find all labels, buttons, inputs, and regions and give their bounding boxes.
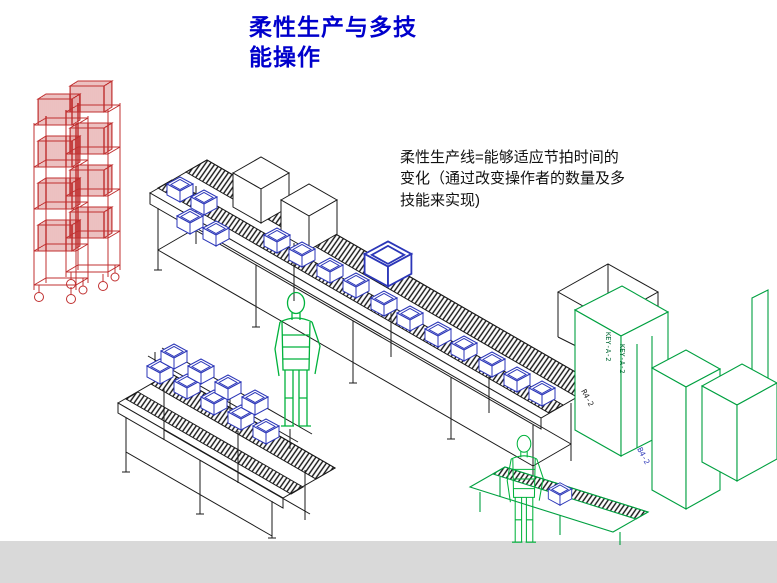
title-line-2: 能操作 [249,43,321,70]
roller-conveyor-band [125,391,304,495]
description-line-2: 变化（通过改变操作者的数量及多 [400,170,626,188]
red-carts [34,81,120,304]
operator-figure [274,291,321,427]
machine-label: KEY-A-2 [604,332,612,362]
bench-feet [154,269,537,488]
white-carton [231,156,291,224]
machines: KEY-A-2 KEY-A-2 [468,285,777,545]
machine-cabinet-c [700,363,777,482]
roller-conveyor-band [156,179,565,414]
bench-feet [122,471,276,539]
title-line-1: 柔性生产与多技 [249,14,417,40]
description-text: 柔性生产线=能够适应节拍时间的 变化（通过改变操作者的数量及多 技能来实现) [400,147,625,211]
bench-lower-shelf [157,227,572,467]
footer-bar [0,541,777,583]
low-conveyor [468,466,650,545]
description-line-1: 柔性生产线=能够适应节拍时间的 [400,149,619,166]
machine-label: KEY-A-2 [618,344,626,374]
bench-lower-shelf [125,429,311,537]
bench-front-legs [157,208,534,487]
page-title: 柔性生产与多技 能操作 [249,13,417,73]
description-line-3: 技能来实现) [400,191,480,209]
station-label: B4-2 [635,446,651,466]
bench-front-legs [125,418,273,538]
frame-posts [557,264,659,362]
